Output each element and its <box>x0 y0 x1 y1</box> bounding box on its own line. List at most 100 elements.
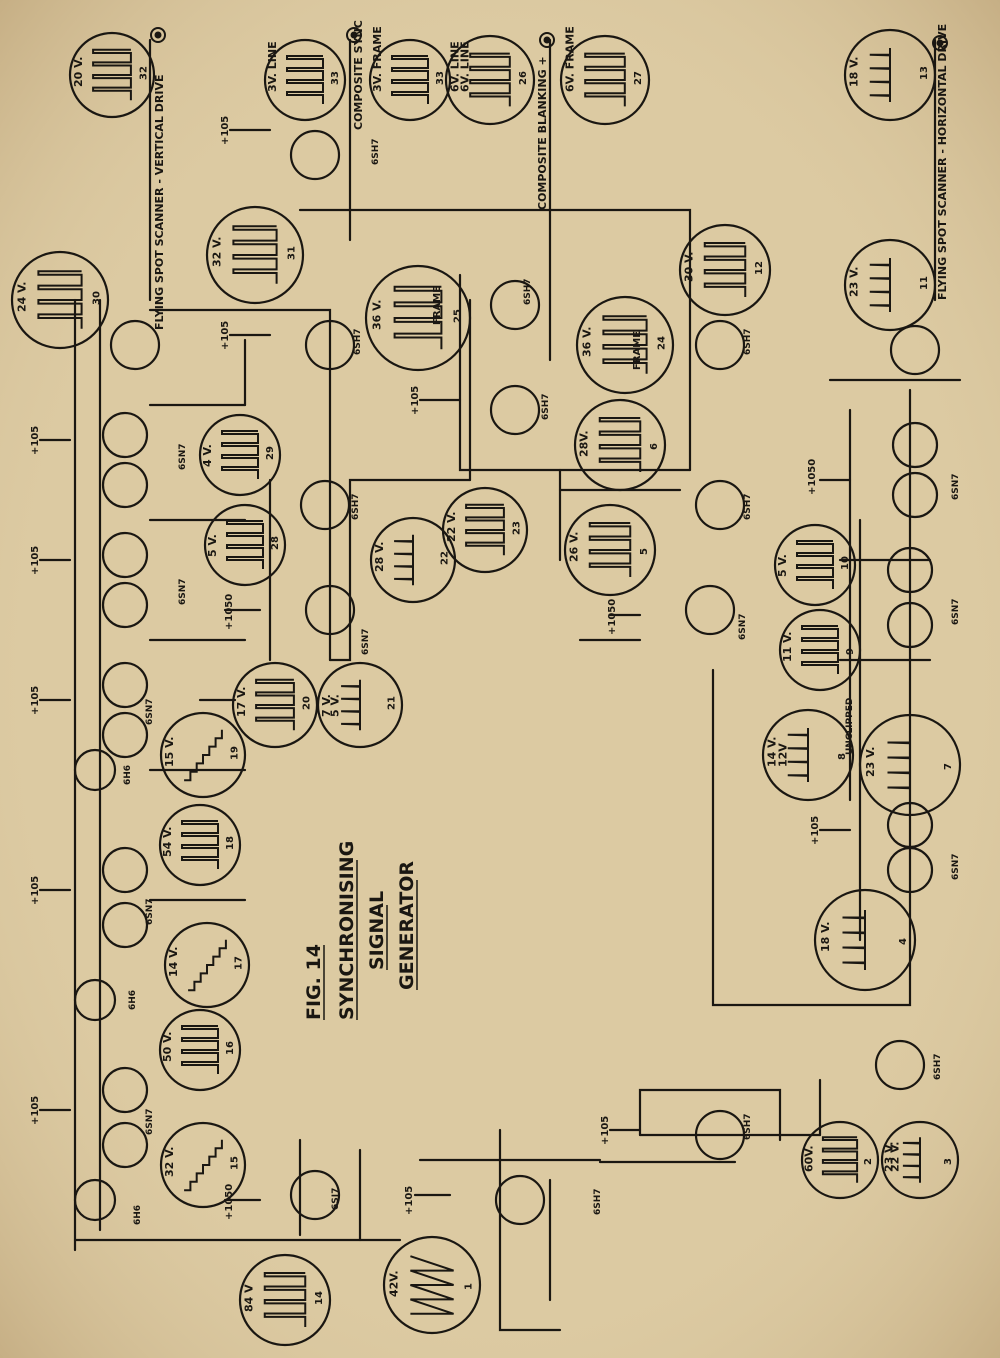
waveform-2-voltage: 60V. <box>803 1145 816 1172</box>
tube-label-6sh7-h: 6SH7 <box>743 1113 753 1140</box>
waveform-22-voltage: 28 V. <box>373 542 386 572</box>
waveform-17-voltage: 14 V. <box>167 947 180 977</box>
title-line-3: GENERATOR <box>396 861 418 990</box>
waveform-15: 32 V. 15 <box>159 1121 247 1209</box>
waveform-33-number: 33 <box>330 71 341 85</box>
waveform-8: 14 V.8 <box>761 708 855 802</box>
waveform-12-number: 12 <box>754 261 765 275</box>
waveform-23-number: 23 <box>511 521 522 535</box>
waveform-21-voltage: 7 V. <box>320 694 333 717</box>
waveform-31-voltage: 32 V. <box>210 237 223 267</box>
waveform-18-voltage: 54 V. <box>161 827 174 857</box>
waveform-28-voltage: 5 V. <box>206 534 219 557</box>
waveform-14-voltage: 84 V <box>243 1284 256 1312</box>
waveform-28: 5 V. 28 <box>203 503 287 587</box>
waveform-21b-voltage: 5 V. <box>328 694 341 717</box>
tube-label-6sh7-g: 6SH7 <box>743 493 753 520</box>
supply-105-b: +105 <box>30 546 41 575</box>
waveform-18-number: 18 <box>225 836 236 850</box>
waveform-27-number: 27 <box>633 71 644 85</box>
tube-label-6sh7-d: 6SH7 <box>541 393 551 420</box>
waveform-31: 32 V. 31 <box>205 205 305 305</box>
tube-label-6sn7-c: 6SN7 <box>145 698 155 725</box>
supply-105-e: +105 <box>30 1096 41 1125</box>
waveform-14-number: 14 <box>314 1291 325 1305</box>
waveform-12-voltage: 30 V. <box>683 252 696 282</box>
waveform-3b: 22 V. <box>888 1142 901 1172</box>
supply-105-h: +105 <box>410 386 421 415</box>
tube-label-6sn7-a: 6SN7 <box>178 443 188 470</box>
tube-label-6sn7-e: 6SN7 <box>145 1108 155 1135</box>
waveform-7-voltage: 23 V. <box>864 747 877 777</box>
waveform-8b-voltage: 12V <box>776 743 789 767</box>
waveform-13-number: 13 <box>919 66 930 80</box>
tube-label-6sh7-b: 6SH7 <box>353 328 363 355</box>
output-jacks <box>150 27 948 51</box>
waveform-25: 36 V.25 <box>364 264 472 372</box>
waveform-33-voltage: 3V. LINE <box>266 41 279 92</box>
waveform-19: 15 V.19 <box>159 711 247 799</box>
supply-105-g: +105 <box>220 321 231 350</box>
tube-label-6h6-b: 6H6 <box>128 990 138 1010</box>
waveform-21b: 5 V. <box>328 694 341 717</box>
fig-number: FIG. 14 <box>303 944 325 1020</box>
waveform-33b-number: 33 <box>435 71 446 85</box>
waveform-15-voltage: 32 V. <box>163 1147 176 1177</box>
waveform-28-number: 28 <box>270 536 281 550</box>
circuit-wiring <box>38 38 962 1332</box>
waveform-32-voltage: 20 V. <box>72 57 85 87</box>
figure-title: FIG. 14 SYNCHRONISING SIGNAL GENERATOR <box>303 841 418 1020</box>
waveform-26-number: 26 <box>518 71 529 85</box>
waveform-23: 22 V.23 <box>441 486 529 574</box>
supply-105-f: +105 <box>220 116 231 145</box>
supply-105-c: +105 <box>30 686 41 715</box>
waveform-27-voltage: 6V. FRAME <box>563 26 576 92</box>
waveform-30-number: 30 <box>91 291 102 305</box>
waveform-20-voltage: 17 V. <box>235 687 248 717</box>
waveform-8-number: 8 <box>837 753 848 760</box>
waveform-22: 28 V.22 <box>369 516 457 604</box>
waveform-17-number: 17 <box>233 956 244 970</box>
waveform-5-number: 5 <box>639 548 650 555</box>
waveform-7-number: 7 <box>943 763 954 770</box>
waveform-34-voltage: 6V. LINE <box>458 41 471 92</box>
waveform-9-voltage: 11 V. <box>781 632 794 662</box>
waveform-18: 54 V. 18 <box>158 803 242 887</box>
waveform-21-number: 21 <box>386 696 397 710</box>
waveform-9-number: 9 <box>845 648 856 655</box>
frame-label-24: FRAME <box>632 331 643 370</box>
tube-label-6sn7-g: 6SN7 <box>951 473 961 500</box>
waveform-6-number: 6 <box>649 443 660 450</box>
waveform-15-number: 15 <box>229 1156 240 1170</box>
tube-label-6sh7-j: 6SH7 <box>593 1188 603 1215</box>
waveform-24: 36 V.24 <box>575 295 675 395</box>
waveform-25-number: 25 <box>453 309 464 323</box>
waveform-10-number: 10 <box>840 556 851 570</box>
waveform-7: 23 V. 7 <box>858 713 962 817</box>
waveform-6: 28V.6 <box>573 398 667 492</box>
tube-label-6sh7-c: 6SH7 <box>523 278 533 305</box>
tube-label-6sn7-j: 6SN7 <box>738 613 748 640</box>
waveform-1-number: 1 <box>463 1283 474 1290</box>
tube-label-6h6-a: 6H6 <box>123 765 133 785</box>
waveform-31-number: 31 <box>286 246 297 260</box>
tube-label-6sj7: 6SJ7 <box>331 1188 341 1210</box>
waveform-24-number: 24 <box>656 336 667 350</box>
supply-1050-a: +1050 <box>224 594 235 630</box>
supply-105-k: +105 <box>404 1186 415 1215</box>
supply-105-j: +105 <box>600 1116 611 1145</box>
tube-label-6sh7-a: 6SH7 <box>371 138 381 165</box>
waveform-14: 84 V 14 <box>238 1253 332 1347</box>
vertical-drive-label: FLYING SPOT SCANNER - VERTICAL DRIVE <box>153 75 166 330</box>
waveform-29: 4 V.29 <box>198 413 282 497</box>
waveform-3-voltage: 23 V. <box>883 1142 896 1172</box>
waveform-16: 50 V.16 <box>158 1008 242 1092</box>
waveform-4: 18 V.4 <box>813 888 917 992</box>
waveform-12: 30 V. 12 <box>678 223 772 317</box>
supply-1050-b: +1050 <box>607 599 618 635</box>
supply-105-d: +105 <box>30 876 41 905</box>
waveform-34: 6V. LINE <box>458 41 471 92</box>
